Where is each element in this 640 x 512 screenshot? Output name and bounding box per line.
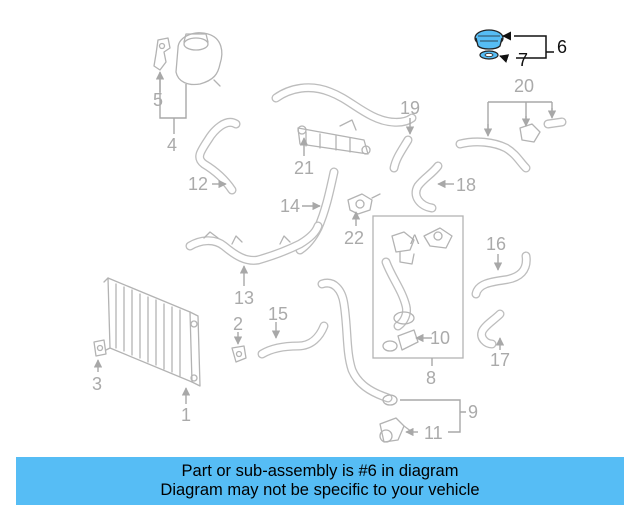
callout-19: 19 — [400, 98, 420, 118]
callout-14: 14 — [280, 196, 300, 216]
thermostat-housing: Λ — [381, 227, 453, 352]
callout-15: 15 — [268, 304, 288, 324]
bracket-3 — [93, 339, 107, 357]
callout-9: 9 — [468, 402, 478, 422]
radiator — [103, 277, 201, 387]
callout-8: 8 — [426, 368, 436, 388]
leader-5-4 — [159, 76, 187, 119]
callout-5: 5 — [153, 90, 163, 110]
callout-1: 1 — [181, 405, 191, 425]
coolant-reservoir — [175, 32, 223, 87]
reservoir-bracket — [153, 37, 171, 71]
seal-part-7 — [479, 50, 499, 60]
callout-10: 10 — [430, 328, 450, 348]
info-banner: Part or sub-assembly is #6 in diagram Di… — [16, 457, 624, 505]
callout-18: 18 — [456, 175, 476, 195]
leader-6-7 — [514, 35, 554, 59]
parts-diagram: Λ — [92, 29, 567, 443]
pipe-21 — [297, 119, 371, 155]
callout-6: 6 — [557, 37, 567, 57]
hose-19 — [271, 83, 417, 173]
fitting-22 — [347, 193, 381, 215]
banner-line-1: Part or sub-assembly is #6 in diagram — [181, 462, 459, 480]
callout-labels: 1 2 3 4 5 6 7 8 9 10 11 12 13 14 15 16 1… — [92, 37, 567, 443]
hose-15 — [257, 321, 329, 359]
callout-17: 17 — [490, 350, 510, 370]
callout-22: 22 — [344, 228, 364, 248]
callout-21: 21 — [294, 158, 314, 178]
hose-13 — [185, 221, 323, 265]
hose-18 — [411, 161, 443, 213]
svg-text:Λ: Λ — [410, 231, 420, 247]
callout-16: 16 — [486, 234, 506, 254]
hose-17 — [477, 309, 505, 349]
bracket-2 — [231, 345, 247, 363]
hose-9 — [317, 278, 398, 406]
hose-16 — [471, 251, 531, 299]
hose-20 — [455, 117, 567, 173]
callout-2: 2 — [233, 314, 243, 334]
fitting-11 — [379, 417, 413, 443]
hose-12 — [195, 118, 241, 195]
group-box-8 — [372, 215, 464, 359]
callout-13: 13 — [234, 288, 254, 308]
banner-line-2: Diagram may not be specific to your vehi… — [160, 481, 480, 499]
callout-7: 7 — [518, 50, 528, 70]
callout-3: 3 — [92, 374, 102, 394]
callout-4: 4 — [167, 135, 177, 155]
callout-12: 12 — [188, 174, 208, 194]
reservoir-cap-part-6 — [474, 29, 504, 50]
callout-11: 11 — [424, 423, 443, 443]
callout-20: 20 — [514, 76, 534, 96]
